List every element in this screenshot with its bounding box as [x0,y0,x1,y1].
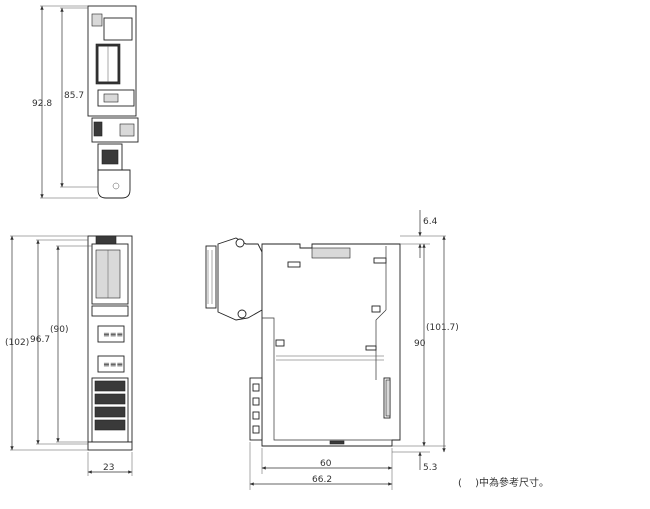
dim-side-ref-height: (101.7) [426,323,459,333]
dim-front-height: 96.7 [30,335,50,345]
dim-front-width: 23 [103,463,114,473]
dim-side-total-depth: 66.2 [312,475,332,485]
dim-front-inner: (90) [50,325,68,335]
dim-side-top-offset: 6.4 [423,217,438,227]
front-view: ≡≡≡ ≡≡≡ (102) 96.7 (90) 23 [5,235,133,476]
side-view: 6.4 (101.7) 90 5.3 60 66.2 [205,210,459,490]
reference-note: ( )中為參考尺寸。 [458,476,549,489]
dim-side-bottom-offset: 5.3 [423,463,437,473]
dim-front-overall: (102) [5,338,29,348]
top-front-view: 92.8 85.7 [32,5,139,199]
dim-top-front-inner: 85.7 [64,91,84,101]
dim-side-depth: 60 [320,459,332,469]
dim-top-front-total: 92.8 [32,99,52,109]
dim-side-height: 90 [414,339,426,349]
svg-text:≡≡≡: ≡≡≡ [103,360,123,369]
svg-text:≡≡≡: ≡≡≡ [103,330,123,339]
